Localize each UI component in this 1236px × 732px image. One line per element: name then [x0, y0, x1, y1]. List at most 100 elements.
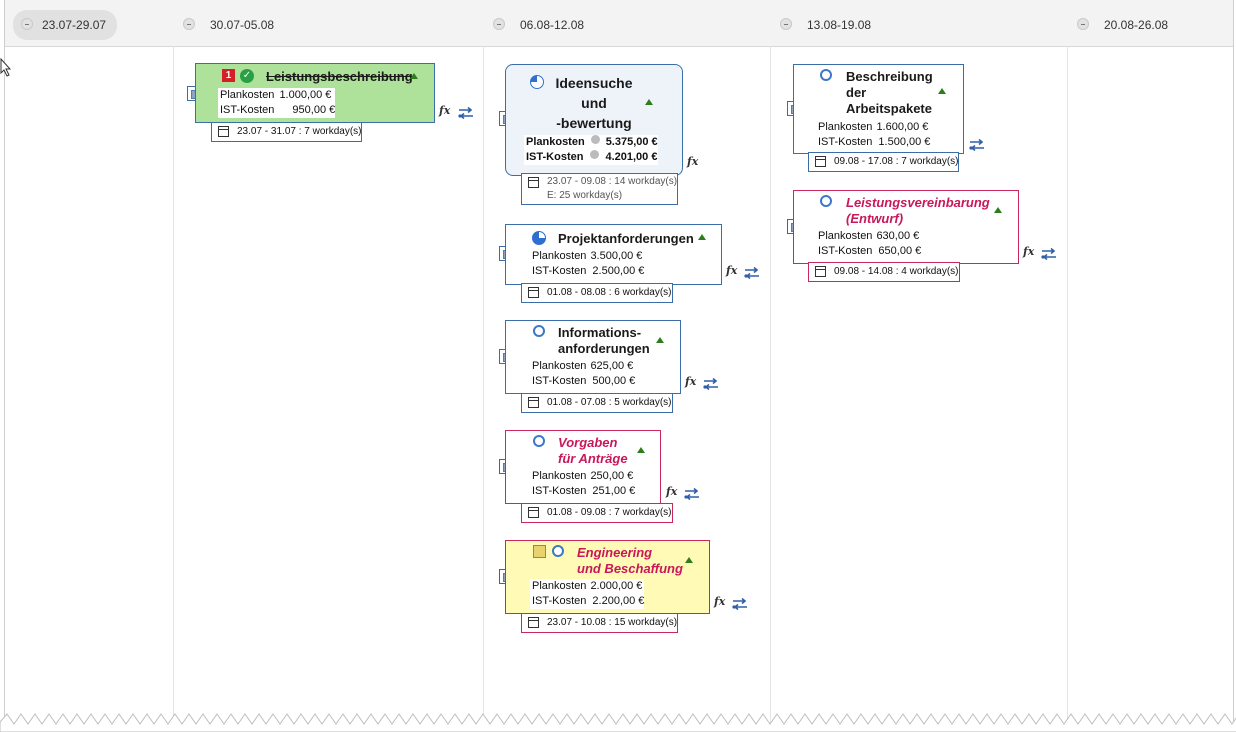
priority-badge: 1: [222, 69, 235, 82]
dependency-icon[interactable]: [732, 598, 748, 610]
actual-cost-label: IST-Kosten: [818, 136, 873, 148]
task-leistungsvereinbarung[interactable]: Leistungsvereinbarung (Entwurf) Plankost…: [793, 190, 1019, 264]
week-label: 13.08-19.08: [807, 18, 872, 32]
progress-icon: [820, 69, 832, 81]
formula-icon[interactable]: fx: [685, 375, 697, 388]
plan-cost-label: Plankosten: [532, 360, 587, 372]
plan-cost-label: Plankosten: [532, 470, 587, 482]
collapse-triangle-icon[interactable]: [410, 73, 418, 79]
formula-icon[interactable]: fx: [666, 485, 678, 498]
column-divider: [483, 46, 484, 732]
actual-cost-value: 2.200,00 €: [592, 595, 645, 607]
formula-icon[interactable]: fx: [714, 595, 726, 608]
progress-icon: [532, 231, 546, 245]
column-divider: [1067, 46, 1068, 732]
week-label: 30.07-05.08: [210, 18, 275, 32]
torn-edge: [0, 713, 1236, 732]
calendar-icon: [528, 507, 539, 518]
actual-cost-value: 251,00 €: [592, 485, 636, 497]
actual-cost-label: IST-Kosten: [532, 485, 587, 497]
collapse-icon[interactable]: [493, 18, 505, 30]
column-divider: [770, 46, 771, 732]
date-text: 23.07 - 10.08 : 15 workday(s): [547, 617, 678, 628]
actual-cost-value: 650,00 €: [878, 245, 922, 257]
collapse-icon[interactable]: [1077, 18, 1089, 30]
dependency-icon[interactable]: [684, 488, 700, 500]
plan-cost-value: 3.500,00 €: [590, 250, 643, 262]
task-title-line: Ideensuche: [555, 75, 633, 91]
collapse-triangle-icon[interactable]: [685, 557, 693, 563]
task-title-line: Leistungsvereinbarung: [846, 195, 990, 210]
week-column-1[interactable]: 23.07-29.07: [13, 10, 117, 40]
calendar-icon: [528, 177, 539, 188]
task-beschreibung[interactable]: Beschreibung der Arbeitspakete Plankoste…: [793, 64, 964, 154]
actual-cost-value: 2.500,00 €: [592, 265, 645, 277]
week-column-2[interactable]: 30.07-05.08: [183, 10, 303, 40]
completed-check-icon: ✓: [240, 69, 254, 83]
dependency-icon[interactable]: [1041, 248, 1057, 260]
date-text: 01.08 - 08.08 : 6 workday(s): [547, 287, 672, 298]
date-text: 09.08 - 17.08 : 7 workday(s): [834, 156, 959, 167]
task-title: Projektanforderungen: [558, 231, 694, 246]
calendar-icon: [528, 287, 539, 298]
task-date-range: 01.08 - 08.08 : 6 workday(s): [521, 283, 673, 303]
mouse-cursor-icon: [0, 58, 12, 77]
gear-icon: [590, 135, 600, 144]
task-title-line: der: [846, 85, 867, 100]
effort-text: E: 25 workday(s): [547, 190, 623, 201]
task-title-line: Engineering: [577, 545, 653, 560]
actual-cost-label: IST-Kosten: [220, 104, 275, 116]
task-title-line: Informations-: [558, 325, 642, 340]
task-title-line: Beschreibung: [846, 69, 933, 84]
actual-cost-label: IST-Kosten: [532, 265, 587, 277]
collapse-icon[interactable]: [183, 18, 195, 30]
formula-icon[interactable]: fx: [687, 155, 699, 168]
collapse-triangle-icon[interactable]: [994, 207, 1002, 213]
task-date-range: 23.07 - 31.07 : 7 workday(s): [211, 122, 362, 142]
week-column-3[interactable]: 06.08-12.08: [493, 10, 613, 40]
task-date-range: 01.08 - 07.08 : 5 workday(s): [521, 393, 673, 413]
plan-cost-value: 1.600,00 €: [876, 121, 929, 133]
formula-icon[interactable]: fx: [439, 104, 451, 117]
task-title-line: (Entwurf): [846, 211, 904, 226]
dependency-icon[interactable]: [458, 107, 474, 119]
date-text: 09.08 - 14.08 : 4 workday(s): [834, 266, 959, 277]
collapse-icon[interactable]: [780, 18, 792, 30]
date-text: 23.07 - 31.07 : 7 workday(s): [237, 126, 362, 137]
formula-icon[interactable]: fx: [1023, 245, 1035, 258]
week-column-4[interactable]: 13.08-19.08: [780, 10, 900, 40]
collapse-triangle-icon[interactable]: [656, 337, 664, 343]
plan-cost-label: Plankosten: [220, 89, 275, 101]
task-date-range: 01.08 - 09.08 : 7 workday(s): [521, 503, 673, 523]
dependency-icon[interactable]: [969, 139, 985, 151]
task-date-range: 09.08 - 14.08 : 4 workday(s): [808, 262, 960, 282]
date-text: 01.08 - 07.08 : 5 workday(s): [547, 397, 672, 408]
dependency-icon[interactable]: [703, 378, 719, 390]
week-column-5[interactable]: 20.08-26.08: [1077, 10, 1197, 40]
plan-cost-label: Plankosten: [526, 136, 585, 148]
collapse-triangle-icon[interactable]: [637, 447, 645, 453]
collapse-triangle-icon[interactable]: [645, 99, 653, 105]
plan-cost-value: 625,00 €: [590, 360, 634, 372]
plan-cost-value: 2.000,00 €: [590, 580, 643, 592]
dependency-icon[interactable]: [744, 267, 760, 279]
actual-cost-label: IST-Kosten: [818, 245, 873, 257]
collapse-icon[interactable]: [21, 18, 33, 30]
week-header: 23.07-29.07 30.07-05.08 06.08-12.08 13.0…: [5, 0, 1233, 47]
task-title-line: anforderungen: [558, 341, 650, 356]
task-title: Leistungsbeschreibung: [266, 69, 413, 84]
task-title-line: für Anträge: [558, 451, 628, 466]
formula-icon[interactable]: fx: [726, 264, 738, 277]
collapse-triangle-icon[interactable]: [938, 88, 946, 94]
progress-icon: [530, 75, 544, 89]
collapse-triangle-icon[interactable]: [698, 234, 706, 240]
